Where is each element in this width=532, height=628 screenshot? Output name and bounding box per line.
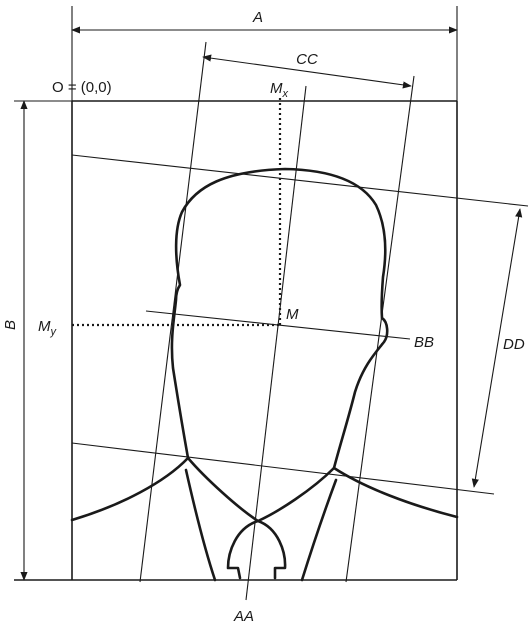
label-mx: Mx [270, 80, 289, 100]
label-my-base: M [38, 318, 51, 335]
aa-center-line [245, 85, 307, 601]
left-collar [186, 456, 260, 523]
label-mx-base: M [270, 80, 283, 97]
chin-line [71, 442, 495, 495]
label-a: A [252, 9, 263, 26]
vertical-guide-lines [139, 41, 415, 601]
dimension-dd: DD [471, 208, 525, 488]
label-dd: DD [503, 336, 525, 353]
origin-label: O = (0,0) [52, 79, 112, 96]
dimension-a: A [71, 6, 458, 101]
head-outline [170, 167, 389, 470]
label-cc: CC [296, 51, 318, 68]
horizontal-guide-lines [71, 154, 529, 495]
left-shoulder [70, 456, 190, 522]
tie-knot [226, 519, 287, 580]
label-bb: BB [414, 334, 434, 351]
label-b: B [2, 320, 19, 330]
label-my-sub: y [50, 326, 58, 338]
dimension-b: B [2, 100, 72, 581]
label-m: M [286, 306, 299, 323]
label-my: My [38, 318, 58, 338]
left-neck-line [184, 468, 217, 582]
label-mx-sub: x [282, 88, 289, 100]
right-neck-line [300, 478, 338, 582]
label-aa: AA [233, 608, 254, 625]
right-collar [256, 466, 336, 523]
top-of-head-line [71, 154, 529, 207]
right-face-line [345, 75, 415, 583]
left-face-line [139, 41, 207, 583]
right-shoulder [332, 466, 459, 519]
dimension-cc: CC [202, 51, 412, 89]
image-frame [14, 100, 458, 581]
head-silhouette [70, 167, 459, 582]
